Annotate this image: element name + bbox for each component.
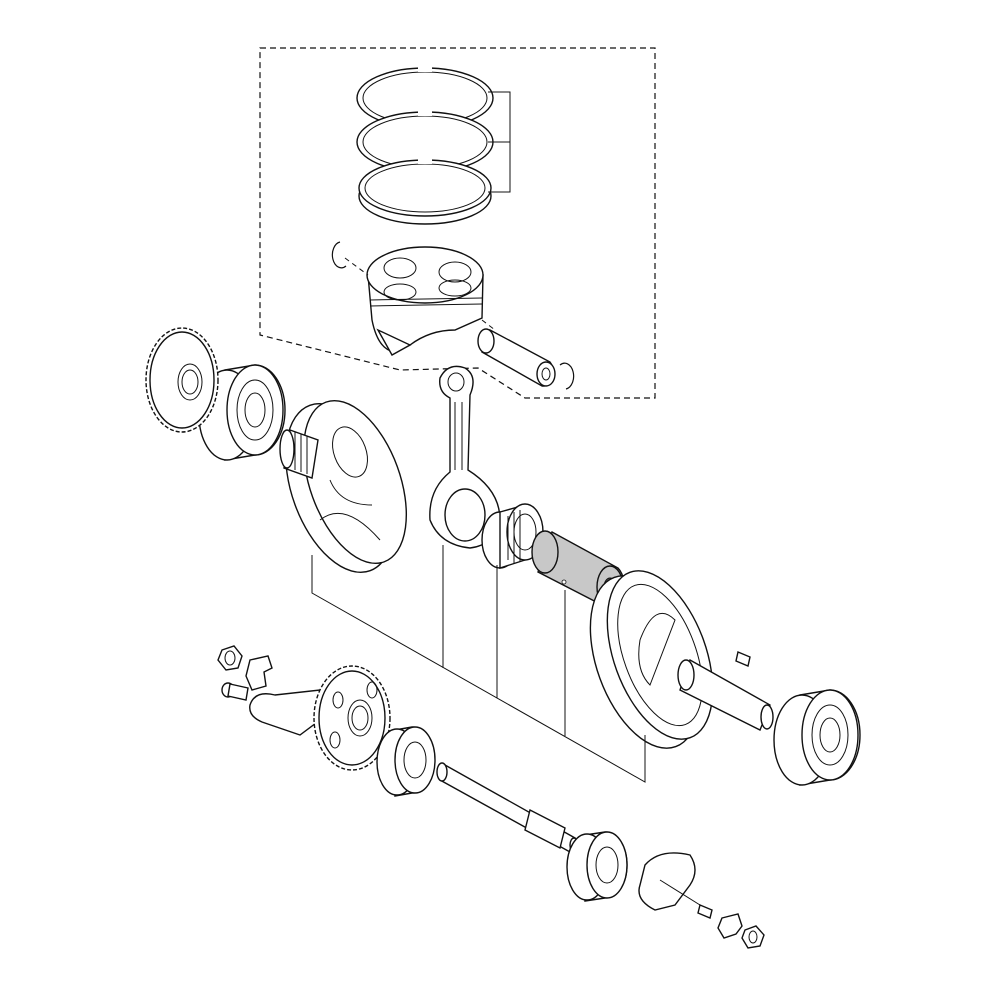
piston-kit-group-outline xyxy=(260,48,655,398)
crankshaft-right-bearing[interactable] xyxy=(774,690,860,785)
balancer-drive-gear[interactable] xyxy=(314,666,390,770)
lock-washer-right[interactable] xyxy=(718,914,742,938)
piston-pin[interactable] xyxy=(478,329,555,386)
bolt-left[interactable] xyxy=(222,683,248,700)
balancer-bearing-right[interactable] xyxy=(567,832,627,901)
balancer-key[interactable] xyxy=(698,905,712,918)
piston-pin-circlip-right[interactable] xyxy=(560,363,574,389)
crankshaft-left-spline-shaft[interactable] xyxy=(280,430,318,478)
big-end-needle-bearing[interactable] xyxy=(482,504,543,568)
balancer-shaft[interactable] xyxy=(437,763,578,852)
piston-ring-top[interactable] xyxy=(357,64,493,128)
nut-left[interactable] xyxy=(218,646,242,670)
balancer-weight-right[interactable] xyxy=(639,853,695,910)
piston-pin-circlip-left[interactable] xyxy=(332,242,346,268)
piston-ring-oil[interactable] xyxy=(359,156,491,224)
crankshaft-right-half[interactable] xyxy=(569,557,733,763)
nut-right[interactable] xyxy=(742,926,764,948)
piston-ring-second[interactable] xyxy=(357,108,493,172)
reference-leader-lines xyxy=(312,545,645,782)
balancer-bearing-left[interactable] xyxy=(377,727,435,796)
crankshaft-left-half[interactable] xyxy=(265,387,427,587)
crankshaft-right-shaft[interactable] xyxy=(678,660,773,730)
piston[interactable] xyxy=(367,247,483,355)
woodruff-key[interactable] xyxy=(736,652,750,666)
primary-drive-gear[interactable] xyxy=(146,328,218,432)
lock-washer-left[interactable] xyxy=(246,656,272,690)
